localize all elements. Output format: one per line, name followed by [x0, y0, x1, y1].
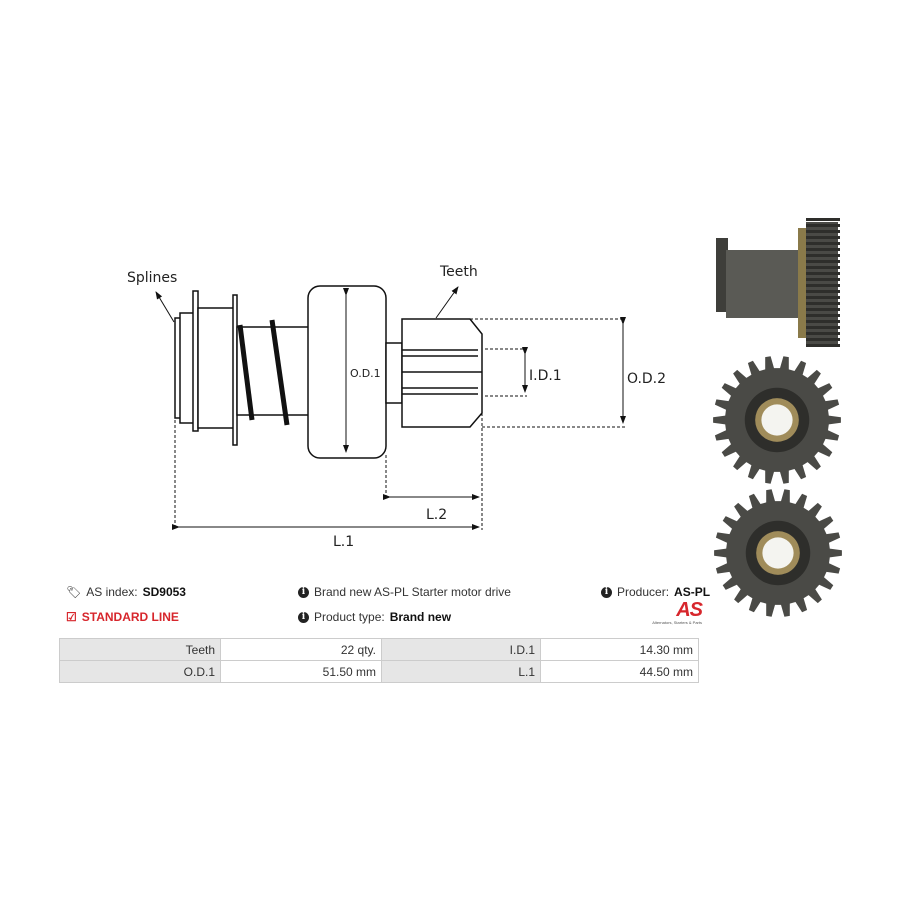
label-id1: I.D.1 [529, 368, 562, 384]
product-photo-side [716, 218, 840, 347]
checkbox-icon: ☑ [66, 610, 77, 624]
label-od1: O.D.1 [350, 367, 381, 380]
label-od2: O.D.2 [627, 371, 666, 387]
product-type: i Product type:Brand new [298, 610, 451, 624]
tag-icon: 🏷 [66, 585, 82, 599]
info-icon: i [298, 611, 309, 623]
info-icon: i [601, 586, 612, 598]
label-splines: Splines [127, 270, 177, 286]
starter-drive-drawing [174, 285, 483, 459]
product-photo-back [714, 489, 842, 617]
label-teeth: Teeth [439, 264, 478, 280]
specs-table: Teeth 22 qty. I.D.1 14.30 mm O.D.1 51.50… [59, 638, 699, 683]
table-row: Teeth 22 qty. I.D.1 14.30 mm [59, 638, 699, 661]
product-photo-front [713, 356, 841, 484]
label-l2: L.2 [426, 507, 447, 523]
table-row: O.D.1 51.50 mm L.1 44.50 mm [59, 660, 699, 683]
label-l1: L.1 [333, 534, 354, 550]
standard-line-badge: ☑ STANDARD LINE [66, 610, 179, 624]
as-index: 🏷 AS index:SD9053 [66, 585, 186, 599]
producer: i Producer:AS-PL [601, 585, 710, 599]
as-pl-logo: AS Alternators, Starters & Parts [652, 599, 703, 625]
description: i Brand new AS-PL Starter motor drive [298, 585, 511, 599]
info-icon: i [298, 586, 309, 598]
